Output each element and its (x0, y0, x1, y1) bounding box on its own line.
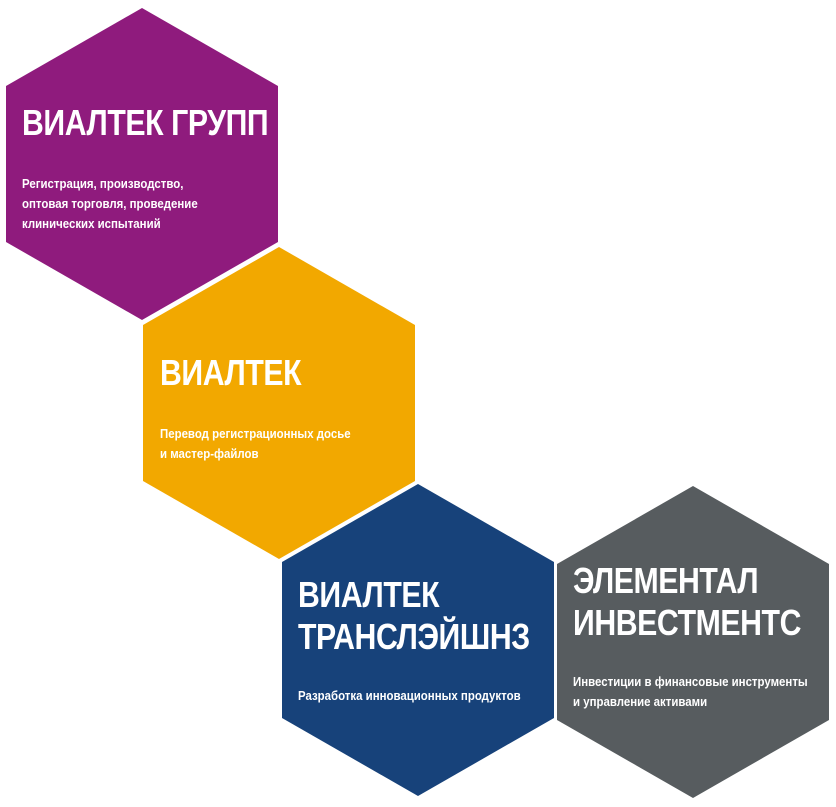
block-description: Разработка инновационных продуктов (298, 688, 521, 703)
block-description: Инвестиции в финансовые инструменты и уп… (573, 674, 808, 709)
hexagon-vialtek-group (6, 8, 278, 320)
block-vialtek: ВИАЛТЕК Перевод регистрационных досье и … (160, 352, 377, 464)
block-elemental-investments: ЭЛЕМЕНТАЛ ИНВЕСТМЕНТС Инвестиции в финан… (573, 560, 836, 712)
hexagon-vialtek-translations (282, 484, 554, 796)
hexagon-elemental-investments (557, 486, 829, 798)
block-description: Перевод регистрационных досье и мастер-ф… (160, 426, 351, 461)
block-vialtek-group: ВИАЛТЕК ГРУПП Регистрация, производство,… (22, 102, 315, 234)
block-title: ВИАЛТЕК ГРУПП (22, 102, 269, 143)
block-title: ВИАЛТЕК ТРАНСЛЭЙШНЗ (298, 574, 530, 657)
block-vialtek-translations: ВИАЛТЕК ТРАНСЛЭЙШНЗ Разработка инновацио… (298, 574, 574, 706)
block-title: ЭЛЕМЕНТАЛ ИНВЕСТМЕНТС (573, 560, 802, 643)
hexagon-vialtek (143, 247, 415, 559)
block-title: ВИАЛТЕК (160, 352, 302, 393)
block-description: Регистрация, производство, оптовая торго… (22, 176, 198, 231)
